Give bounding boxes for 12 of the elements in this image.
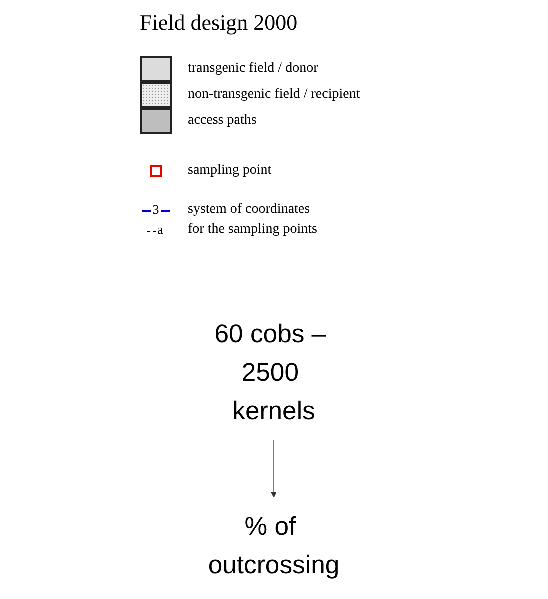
legend-text: system of coordinates	[188, 202, 310, 218]
node-text: % of outcrossing	[208, 512, 340, 580]
legend-text: sampling point	[188, 163, 272, 179]
legend-text: non-transgenic field / recipient	[188, 87, 360, 103]
legend-title: Field design 2000	[140, 10, 298, 36]
node-text: 60 cobs – 2500 kernels	[214, 320, 326, 426]
line-label: 3	[152, 202, 160, 217]
legend-text: for the sampling points	[188, 222, 318, 238]
legend-text: access paths	[188, 113, 257, 129]
line-label: a	[158, 222, 164, 237]
arrow	[271, 440, 277, 498]
legend-text: transgenic field / donor	[188, 61, 318, 77]
